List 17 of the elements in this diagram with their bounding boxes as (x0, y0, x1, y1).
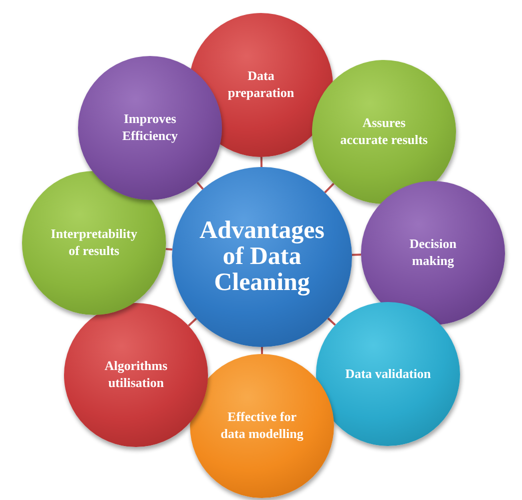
circle-label: Interpretability of results (50, 226, 138, 260)
circle-label: Data preparation (226, 68, 296, 102)
title-label: Advantages of Data Cleaning (198, 218, 326, 296)
connector-line (188, 318, 197, 327)
connector-line (196, 182, 204, 190)
circle-label: Improves Efficiency (121, 111, 179, 145)
circle-label: Algorithms utilisation (104, 358, 168, 392)
circle-label: Assures accurate results (339, 115, 429, 149)
connector-line (260, 157, 262, 167)
connector-line (324, 182, 334, 194)
connector-line (261, 347, 263, 354)
circle-label: Data validation (344, 366, 432, 382)
circle-label: Effective for data modelling (220, 409, 304, 443)
circle-label: Decision making (408, 236, 458, 270)
connector-line (166, 248, 172, 251)
connector-line (352, 254, 362, 256)
connector-line (327, 318, 336, 326)
